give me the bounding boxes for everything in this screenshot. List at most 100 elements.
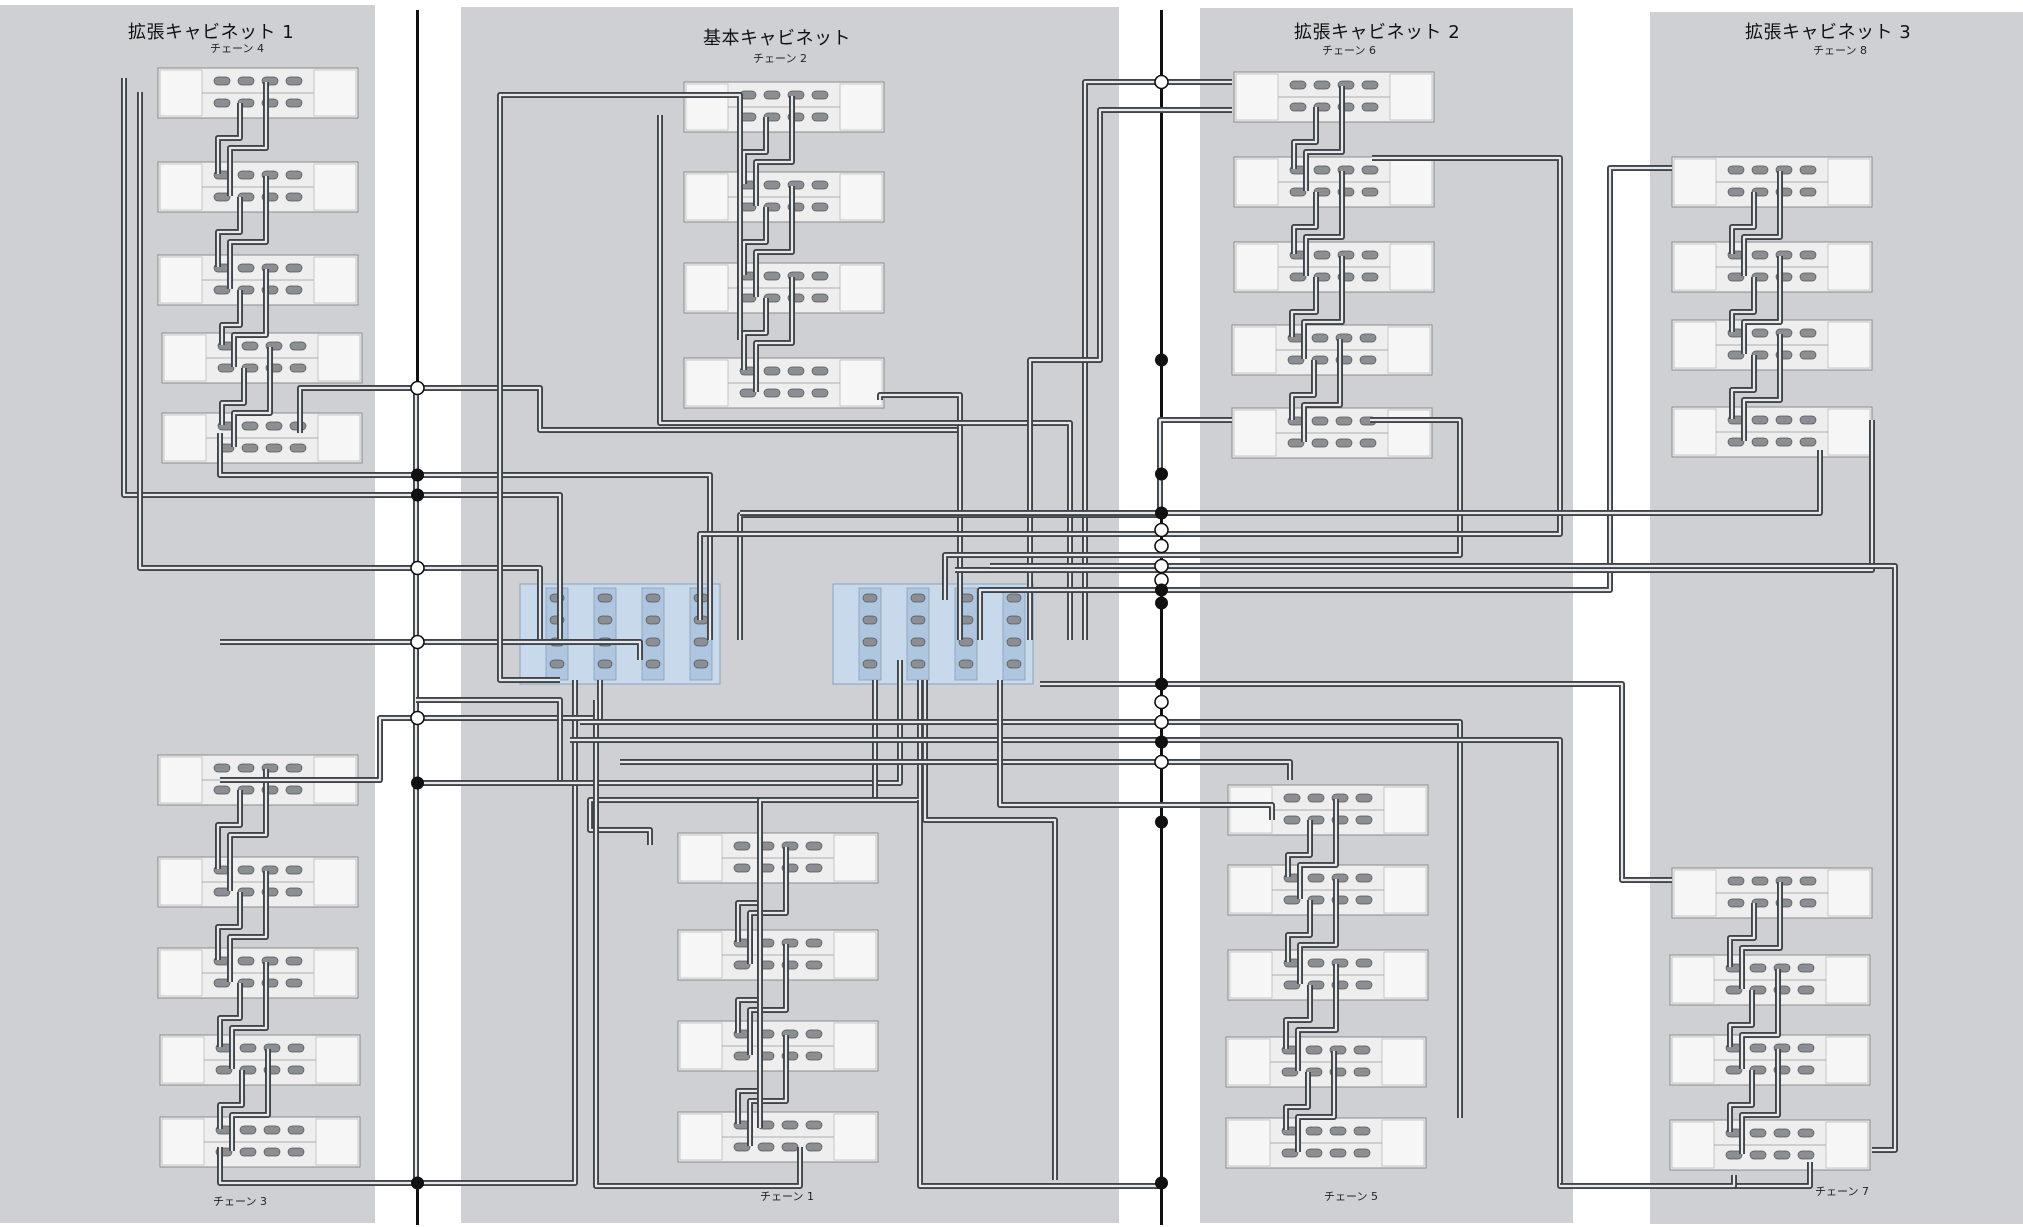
sas-port (285, 192, 303, 202)
sas-port (811, 388, 829, 398)
sas-port (1727, 165, 1745, 175)
hba-port (910, 659, 926, 669)
chain-6-link-a-core (1292, 107, 1318, 169)
chain-2-link-b-core (754, 186, 794, 297)
chain-1-shelf-3 (677, 1020, 879, 1072)
filled-circle-node (1155, 735, 1168, 749)
chain-4-shelf-4 (161, 332, 363, 384)
sas-port (733, 863, 751, 873)
shelf-bay-right (1387, 326, 1431, 374)
shelf-bay-right (1387, 409, 1431, 457)
sas-port (217, 363, 235, 373)
sas-port (811, 180, 829, 190)
sas-port (1727, 898, 1745, 908)
sas-port (241, 443, 259, 453)
sas-port (757, 1142, 775, 1152)
sas-port (1799, 187, 1817, 197)
shelf-bay-right (1825, 1036, 1869, 1084)
sas-port (1281, 1148, 1299, 1158)
sas-port (1283, 793, 1301, 803)
sas-port (787, 366, 805, 376)
sas-port (1773, 1150, 1791, 1160)
chain-6-link-b-core (1304, 86, 1344, 191)
trunk-cable-23-core (698, 156, 1562, 620)
sas-port (213, 285, 231, 295)
shelf-bay-left (685, 83, 729, 131)
chain-2-shelf-1 (683, 81, 885, 133)
sas-port (1799, 250, 1817, 260)
trunk-cable-29-core (620, 760, 1292, 780)
sas-port (763, 388, 781, 398)
chain-4-link-b-core (232, 269, 268, 367)
chain-1-link-b-core (748, 944, 788, 1055)
chain-3-link-a-core (218, 1070, 244, 1129)
shelf-bay-left (159, 949, 203, 997)
hba-port (910, 593, 926, 603)
sas-port (1355, 815, 1373, 825)
chain-2-link-a-core (742, 298, 768, 370)
chain-label-2: チェーン 2 (753, 52, 807, 65)
sas-port (1797, 985, 1815, 995)
hba-port (597, 659, 613, 669)
shelf-bay-left (1233, 409, 1277, 457)
chain-4-shelf-3 (157, 254, 359, 306)
shelf-bay-right (313, 256, 357, 304)
shelf-bay-left (685, 264, 729, 312)
shelf-bay-right (1389, 73, 1433, 121)
shelf-bay-left (163, 334, 207, 382)
hollow-circle-node (1154, 754, 1169, 770)
shelf-bay-right (1383, 786, 1427, 834)
chain-label-4: チェーン 4 (210, 42, 264, 55)
shelf-bay-right (1389, 243, 1433, 291)
chain-5-shelf-4 (1225, 1036, 1427, 1088)
trunk-cable-28 (1040, 681, 1672, 883)
filled-circle-node (1155, 583, 1168, 597)
chain-3-shelf-2 (157, 856, 359, 908)
chain-6-link-b-core (1304, 171, 1344, 276)
sas-port (1289, 102, 1307, 112)
hollow-circle-node (410, 634, 425, 650)
chain-5-shelf-5 (1225, 1117, 1427, 1169)
sas-port (263, 1147, 281, 1157)
chain-2-link-b-core (754, 96, 794, 206)
sas-port (1775, 415, 1793, 425)
sas-port (287, 1125, 305, 1135)
trunk-cable-11-core (878, 393, 962, 600)
sas-port (1307, 873, 1325, 883)
shelf-bay-right (1825, 1121, 1869, 1169)
sas-port (239, 1147, 257, 1157)
filled-circle-node (1155, 1176, 1168, 1190)
sas-port (237, 763, 255, 773)
sas-port (213, 887, 231, 897)
shelf-bay-left (685, 359, 729, 407)
sas-port (1361, 187, 1379, 197)
chain-7-link-a-core (1728, 990, 1754, 1047)
hollow-circle-node (410, 560, 425, 576)
trunk-cable-17 (922, 680, 1058, 1180)
sas-port (1353, 1067, 1371, 1077)
sas-port (805, 863, 823, 873)
cabinet-title-expansion-2: 拡張キャビネット 2 (1294, 22, 1461, 43)
chain-5-link-a-core (1286, 900, 1312, 962)
hollow-circle-node (1154, 74, 1169, 90)
sas-port (1355, 895, 1373, 905)
shelf-bay-left (1233, 326, 1277, 374)
shelf-bay-right (839, 264, 883, 312)
shelf-bay-left (1673, 243, 1717, 291)
shelf-bay-left (1671, 1121, 1715, 1169)
sas-port (1329, 1126, 1347, 1136)
trunk-cable-28-core (1040, 682, 1672, 882)
sas-port (1799, 898, 1817, 908)
shelf-bay-left (1229, 786, 1273, 834)
cabinet-title-base: 基本キャビネット (703, 28, 851, 49)
chain-3-shelf-5 (159, 1116, 361, 1168)
sas-port (285, 285, 303, 295)
sas-port (1335, 416, 1353, 426)
sas-port (213, 192, 231, 202)
shelf-bay-right (1827, 408, 1871, 456)
sas-port (1283, 815, 1301, 825)
hba-port (910, 637, 926, 647)
trunk-cable-25-core (740, 450, 1822, 515)
filled-circle-node (411, 488, 424, 502)
